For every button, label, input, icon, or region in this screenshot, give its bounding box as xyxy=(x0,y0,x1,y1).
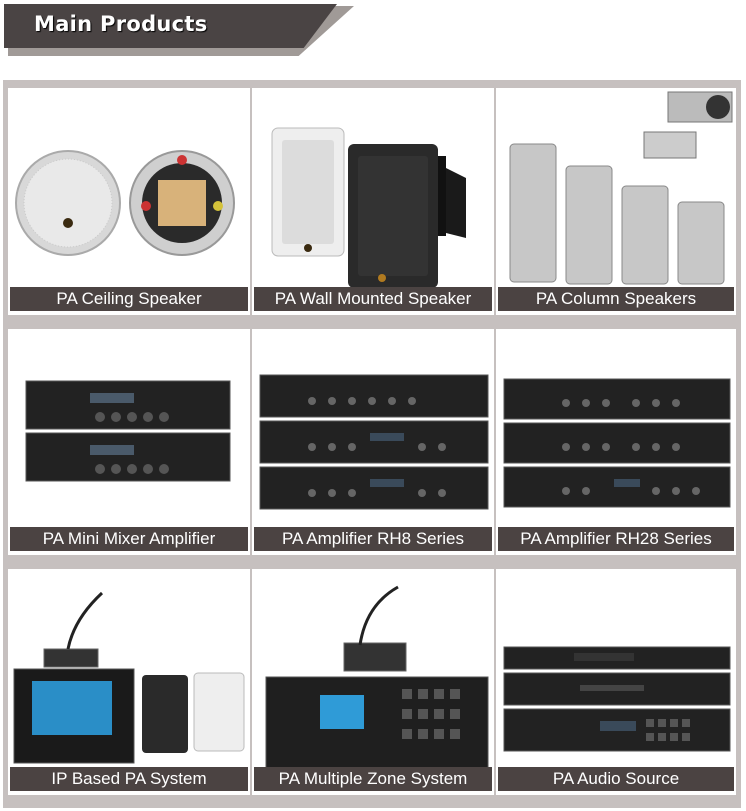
product-card-column-speakers[interactable]: PA Column Speakers xyxy=(496,88,736,315)
product-label: IP Based PA System xyxy=(10,767,248,791)
product-label: PA Amplifier RH28 Series xyxy=(498,527,734,551)
section-header: Main Products xyxy=(0,0,746,62)
product-card-amplifier-rh8[interactable]: PA Amplifier RH8 Series xyxy=(252,329,494,555)
product-grid: PA Ceiling Speaker PA Wall Mounted Speak… xyxy=(3,80,741,808)
multiple-zone-system-image xyxy=(252,569,494,795)
mini-mixer-amplifier-image xyxy=(8,329,250,555)
product-label: PA Amplifier RH8 Series xyxy=(254,527,492,551)
header-ribbon xyxy=(4,4,337,48)
wall-speaker-image xyxy=(252,88,494,315)
product-label: PA Mini Mixer Amplifier xyxy=(10,527,248,551)
product-card-mini-mixer-amplifier[interactable]: PA Mini Mixer Amplifier xyxy=(8,329,250,555)
product-label: PA Audio Source xyxy=(498,767,734,791)
product-card-ceiling-speaker[interactable]: PA Ceiling Speaker xyxy=(8,88,250,315)
product-card-ip-based-pa-system[interactable]: IP Based PA System xyxy=(8,569,250,795)
product-card-amplifier-rh28[interactable]: PA Amplifier RH28 Series xyxy=(496,329,736,555)
audio-source-image xyxy=(496,569,736,795)
column-speakers-image xyxy=(496,88,736,315)
product-label: PA Multiple Zone System xyxy=(254,767,492,791)
section-title: Main Products xyxy=(34,12,208,36)
product-label: PA Column Speakers xyxy=(498,287,734,311)
product-label: PA Ceiling Speaker xyxy=(10,287,248,311)
amplifier-rh28-image xyxy=(496,329,736,555)
product-card-wall-speaker[interactable]: PA Wall Mounted Speaker xyxy=(252,88,494,315)
product-label: PA Wall Mounted Speaker xyxy=(254,287,492,311)
ceiling-speaker-image xyxy=(8,88,250,315)
amplifier-rh8-image xyxy=(252,329,494,555)
product-card-multiple-zone-system[interactable]: PA Multiple Zone System xyxy=(252,569,494,795)
ip-based-pa-system-image xyxy=(8,569,250,795)
product-card-audio-source[interactable]: PA Audio Source xyxy=(496,569,736,795)
